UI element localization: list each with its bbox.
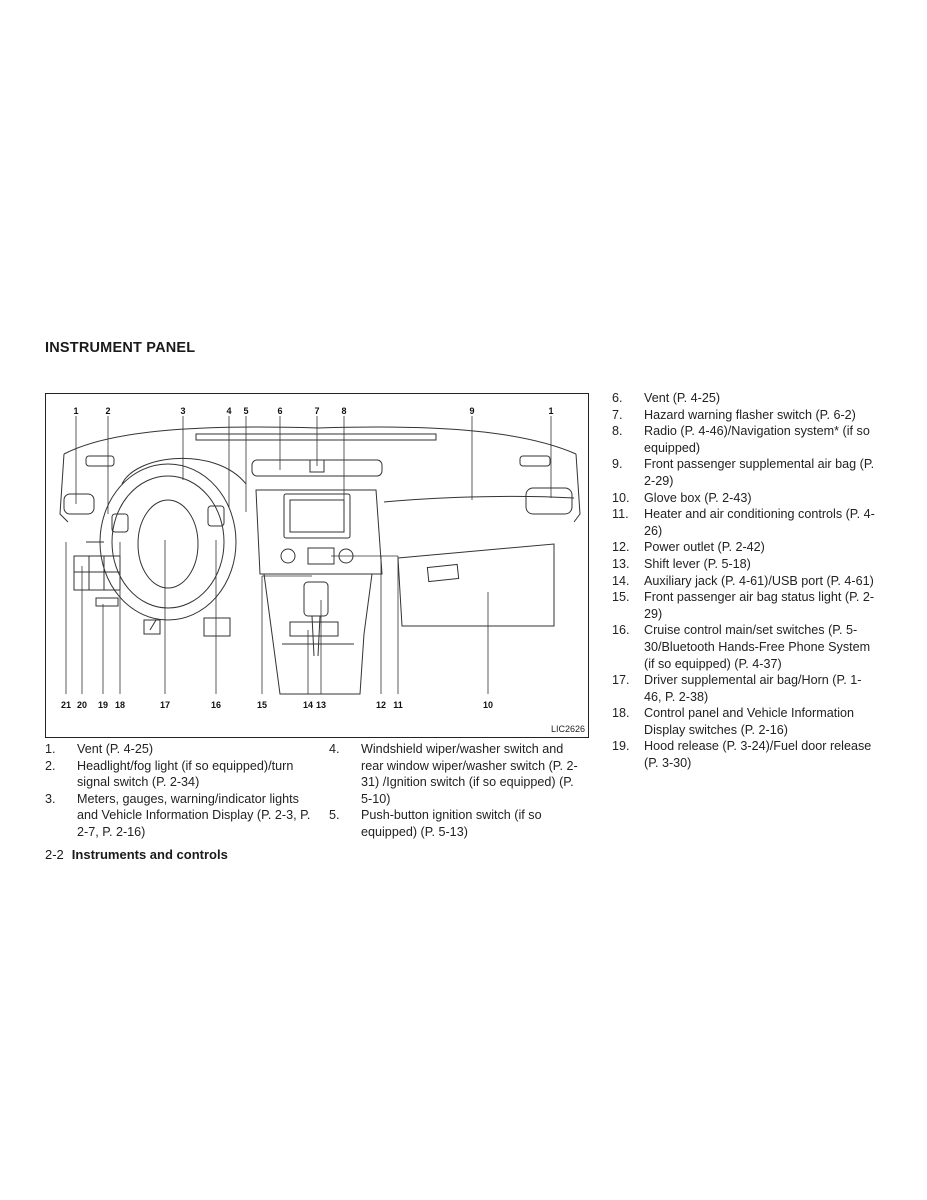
item-number: 11.	[612, 507, 629, 522]
item-number: 4.	[329, 742, 340, 756]
item-text: Front passenger air bag status light (P.…	[644, 590, 875, 621]
callout-top: 8	[341, 406, 347, 416]
item-number: 14.	[612, 573, 630, 588]
callout-bottom: 19	[97, 700, 109, 710]
legend-list-middle: 4. Windshield wiper/washer switch and rea…	[329, 741, 584, 841]
item-text: Control panel and Vehicle Information Di…	[644, 706, 855, 737]
callout-bottom: 11	[393, 700, 403, 710]
callout-top: 2	[105, 406, 111, 416]
list-item: 5. Push-button ignition switch (if so equ…	[329, 807, 584, 840]
figure-code: LIC2626	[550, 724, 585, 734]
callout-bottom: 16	[210, 700, 222, 710]
item-text: Heater and air conditioning controls (P.…	[644, 507, 875, 538]
list-item: 12. Power outlet (P. 2-42)	[612, 539, 877, 556]
item-number: 7.	[612, 407, 623, 422]
list-item: 2. Headlight/fog light (if so equipped)/t…	[45, 758, 315, 791]
item-text: Auxiliary jack (P. 4-61)/USB port (P. 4-…	[644, 573, 874, 588]
item-number: 16.	[612, 623, 630, 638]
item-number: 18.	[612, 706, 630, 721]
list-item: 15. Front passenger air bag status light …	[612, 589, 877, 622]
item-number: 13.	[612, 556, 630, 571]
item-text: Hazard warning flasher switch (P. 6-2)	[644, 407, 856, 422]
item-text: Power outlet (P. 2-42)	[644, 540, 765, 555]
legend-list-left: 1. Vent (P. 4-25) 2. Headlight/fog light (…	[45, 741, 315, 841]
item-number: 17.	[612, 673, 630, 688]
list-item: 4. Windshield wiper/washer switch and rea…	[329, 741, 584, 807]
list-item: 19. Hood release (P. 3-24)/Fuel door rele…	[612, 738, 877, 771]
item-number: 15.	[612, 590, 630, 605]
item-text: Headlight/fog light (if so equipped)/tur…	[77, 758, 294, 790]
item-text: Vent (P. 4-25)	[644, 391, 721, 405]
callout-top: 1	[548, 406, 554, 416]
list-item: 18. Control panel and Vehicle Information…	[612, 705, 877, 738]
list-item: 17. Driver supplemental air bag/Horn (P. …	[612, 672, 877, 705]
item-text: Shift lever (P. 5-18)	[644, 556, 751, 571]
callout-top: 7	[314, 406, 320, 416]
list-item: 10. Glove box (P. 2-43)	[612, 490, 877, 507]
item-text: Front passenger supplemental air bag (P.…	[644, 457, 875, 488]
list-item: 8. Radio (P. 4-46)/Navigation system* (if…	[612, 423, 877, 456]
item-number: 10.	[612, 490, 630, 505]
list-item: 16. Cruise control main/set switches (P. …	[612, 622, 877, 672]
item-text: Cruise control main/set switches (P. 5-3…	[644, 623, 871, 671]
item-number: 5.	[329, 808, 340, 823]
dashboard-illustration	[59, 416, 581, 695]
callout-bottom: 20	[76, 700, 88, 710]
item-number: 19.	[612, 739, 630, 754]
item-text: Meters, gauges, warning/indicator lights…	[77, 791, 311, 839]
callout-bottom: 17	[159, 700, 171, 710]
callout-bottom: 21	[60, 700, 72, 710]
instrument-panel-figure: 1 2 3 4 5 6 7 8 9 1 21 20 19 18 17 16 15…	[45, 393, 589, 738]
item-text: Glove box (P. 2-43)	[644, 490, 752, 505]
list-item: 9. Front passenger supplemental air bag (…	[612, 456, 877, 489]
item-text: Radio (P. 4-46)/Navigation system* (if s…	[644, 424, 870, 455]
list-item: 3. Meters, gauges, warning/indicator ligh…	[45, 791, 315, 841]
callout-top: 6	[277, 406, 283, 416]
item-number: 2.	[45, 758, 56, 773]
callout-bottom: 13	[315, 700, 327, 710]
list-item: 11. Heater and air conditioning controls …	[612, 506, 877, 539]
callout-top: 4	[226, 406, 232, 416]
item-text: Windshield wiper/washer switch and rear …	[361, 742, 578, 806]
callout-top: 9	[469, 406, 475, 416]
callout-top: 3	[180, 406, 186, 416]
chapter-title: Instruments and controls	[71, 847, 228, 862]
item-text: Vent (P. 4-25)	[77, 742, 154, 756]
callout-bottom: 18	[114, 700, 126, 710]
list-item: 7. Hazard warning flasher switch (P. 6-2)	[612, 407, 877, 424]
callout-bottom: 15	[256, 700, 268, 710]
item-number: 9.	[612, 457, 623, 472]
list-item: 1. Vent (P. 4-25)	[45, 741, 315, 758]
legend-list-right: 6. Vent (P. 4-25) 7. Hazard warning flashe…	[612, 390, 877, 772]
callout-bottom: 12	[375, 700, 387, 710]
list-item: 13. Shift lever (P. 5-18)	[612, 556, 877, 573]
item-text: Hood release (P. 3-24)/Fuel door release…	[644, 739, 872, 771]
item-number: 3.	[45, 791, 56, 806]
callout-bottom: 10	[482, 700, 494, 710]
list-item: 14. Auxiliary jack (P. 4-61)/USB port (P.…	[612, 573, 877, 590]
callout-bottom: 14	[302, 700, 314, 710]
callout-top: 1	[73, 406, 79, 416]
item-text: Driver supplemental air bag/Horn (P. 1-4…	[644, 673, 862, 704]
item-text: Push-button ignition switch (if so equip…	[361, 808, 542, 839]
page-number: 2-2	[45, 847, 64, 862]
section-title: INSTRUMENT PANEL	[45, 340, 196, 356]
list-item: 6. Vent (P. 4-25)	[612, 390, 877, 407]
item-number: 8.	[612, 424, 623, 439]
item-number: 1.	[45, 742, 56, 756]
callout-top: 5	[243, 406, 249, 416]
item-number: 12.	[612, 540, 630, 555]
page-footer: 2-2 Instruments and controls	[45, 847, 228, 862]
item-number: 6.	[612, 391, 623, 405]
